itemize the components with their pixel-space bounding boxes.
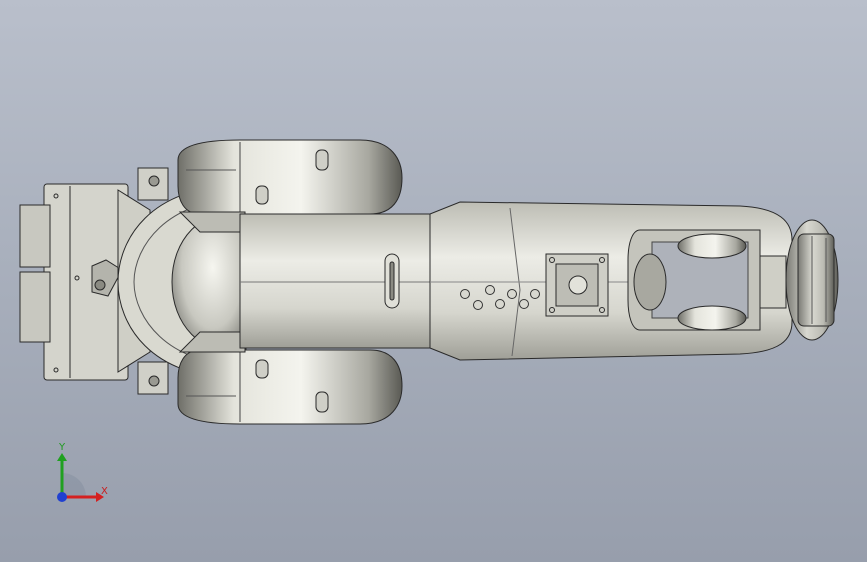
access-cover-plate[interactable]	[545, 253, 609, 317]
y-axis-arrowhead	[57, 453, 67, 461]
upper-arm[interactable]	[429, 201, 793, 361]
shoulder-motor-bottom[interactable]	[177, 331, 403, 425]
x-axis-label: X	[101, 486, 108, 497]
tool-flange[interactable]	[785, 219, 839, 341]
base-mount-tabs	[137, 167, 169, 395]
triad-plane	[62, 473, 86, 497]
bolt-hole-pattern	[460, 285, 540, 310]
lower-arm[interactable]	[239, 213, 431, 349]
coordinate-triad	[57, 453, 104, 502]
base-frame[interactable]	[19, 183, 129, 381]
z-axis-dot	[57, 492, 67, 502]
x-axis-arrowhead	[96, 492, 104, 502]
shoulder-motor-top[interactable]	[177, 139, 403, 233]
y-axis-label: Y	[59, 442, 66, 453]
